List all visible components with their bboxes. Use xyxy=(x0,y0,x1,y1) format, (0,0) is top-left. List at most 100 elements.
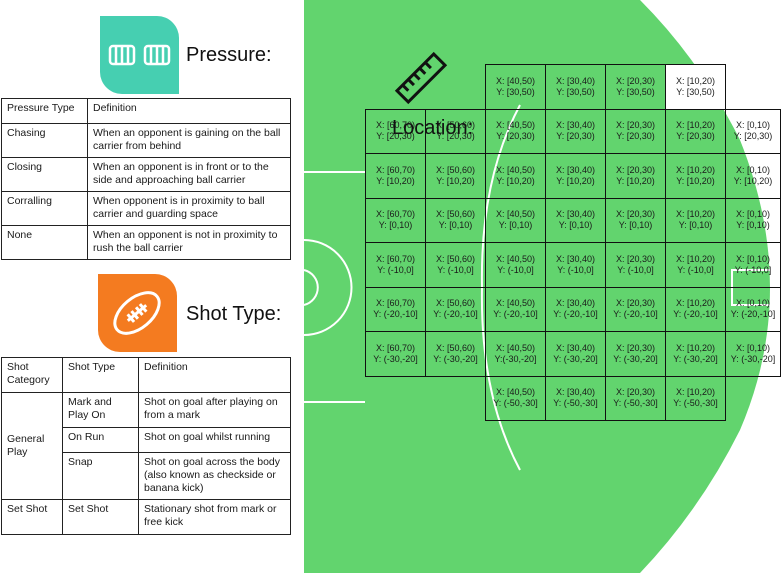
cell-x-range: X: [50,60) xyxy=(435,120,476,131)
cell-y-range: Y: [20,30) xyxy=(556,131,595,142)
location-cell: X: [0,10)Y: (-20,-10] xyxy=(725,286,781,332)
cell-x-range: X: [50,60) xyxy=(435,253,476,264)
cell-y-range: Y:(-30,-20] xyxy=(494,353,537,364)
cell-x-range: X: [10,20) xyxy=(675,253,716,264)
location-cell: X: [30,40)Y: (-20,-10] xyxy=(545,286,606,332)
cell-y-range: Y: (-10,0] xyxy=(437,264,474,275)
shot-category-set-shot: Set Shot xyxy=(1,499,63,535)
location-cell: X: [30,40)Y: [10,20) xyxy=(545,153,606,199)
cell-x-range: X: [60,70) xyxy=(375,164,416,175)
location-cell: X: [40,50)Y: (-10,0] xyxy=(485,242,546,288)
location-cell: X: [0,10)Y: [10,20) xyxy=(725,153,781,199)
cell-y-range: Y: (-10,0] xyxy=(677,264,714,275)
cell-y-range: Y: [20,30) xyxy=(676,131,715,142)
cell-y-range: Y: (-10,0] xyxy=(377,264,414,275)
pressure-icon-box xyxy=(100,16,179,94)
cell-x-range: X: [20,30) xyxy=(615,253,656,264)
cell-y-range: Y: (-20,-10] xyxy=(433,309,478,320)
location-cell: X: [60,70)Y: [20,30) xyxy=(365,108,426,154)
location-cell: X: [0,10)Y: [0,10) xyxy=(725,197,781,243)
location-cell: X: [20,30)Y: [30,50) xyxy=(605,64,666,110)
cell-x-range: X: [30,40) xyxy=(555,120,596,131)
centre-circle xyxy=(303,269,319,306)
cell-y-range: Y: (-30,-20] xyxy=(553,353,598,364)
shot-definition: Stationary shot from mark or free kick xyxy=(138,499,291,535)
table-row: None When an opponent is not in proximit… xyxy=(1,225,291,260)
pressure-table-header: Pressure Type Definition xyxy=(1,98,291,124)
cell-x-range: X: [10,20) xyxy=(675,387,716,398)
cell-x-range: X: [20,30) xyxy=(615,120,656,131)
cell-x-range: X: [50,60) xyxy=(435,209,476,220)
table-row: On Run Shot on goal whilst running xyxy=(2,427,291,453)
cell-y-range: Y: (-10,0] xyxy=(617,264,654,275)
location-cell: X: [50,60)Y: [0,10) xyxy=(425,197,486,243)
pressure-title: Pressure: xyxy=(186,44,272,66)
shot-type: Set Shot xyxy=(62,499,139,535)
cell-y-range: Y: [10,20) xyxy=(376,175,415,186)
cell-y-range: Y: (-20,-10] xyxy=(553,309,598,320)
location-cell: X: [40,50)Y: [30,50) xyxy=(485,64,546,110)
cell-y-range: Y: [0,10) xyxy=(558,220,593,231)
cell-y-range: Y: (-30,-20] xyxy=(730,353,776,364)
pressure-type: Corralling xyxy=(1,191,88,226)
location-cell: X: [0,10)Y: [20,30) xyxy=(725,108,781,154)
table-row: Snap Shot on goal across the body (also … xyxy=(2,452,291,500)
cell-x-range: X: [30,40) xyxy=(555,253,596,264)
cell-x-range: X: [30,40) xyxy=(555,387,596,398)
pressure-definition: When an opponent is not in proximity to … xyxy=(87,225,291,260)
location-cell: X: [40,50)Y: [20,30) xyxy=(485,108,546,154)
pressure-type: None xyxy=(1,225,88,260)
cell-y-range: Y: (-20,-10] xyxy=(613,309,658,320)
cell-x-range: X: [10,20) xyxy=(675,209,716,220)
shot-definition: Shot on goal across the body (also known… xyxy=(138,452,291,500)
pressure-header-definition: Definition xyxy=(87,98,291,124)
cell-x-range: X: [60,70) xyxy=(375,342,416,353)
location-cell: X: [60,70)Y: [0,10) xyxy=(365,197,426,243)
location-cell: X: [30,40)Y: [0,10) xyxy=(545,197,606,243)
location-cell: X: [50,60)Y: (-30,-20] xyxy=(425,331,486,377)
cell-y-range: Y: (-10,0] xyxy=(734,264,772,275)
cell-y-range: Y: [10,20) xyxy=(556,175,595,186)
location-cell: X: [60,70)Y: [10,20) xyxy=(365,153,426,199)
shot-title: Shot Type: xyxy=(186,303,282,325)
location-cell: X: [40,50)Y: [10,20) xyxy=(485,153,546,199)
cell-y-range: Y: [10,20) xyxy=(496,175,535,186)
cell-x-range: X: [0,10) xyxy=(735,253,771,264)
cell-y-range: Y: (-20,-10] xyxy=(373,309,418,320)
cell-y-range: Y: (-10,0] xyxy=(497,264,534,275)
cell-x-range: X: [0,10) xyxy=(735,209,771,220)
pressure-definition: When an opponent is gaining on the ball … xyxy=(87,123,291,158)
cell-y-range: Y: [20,30) xyxy=(436,131,475,142)
location-cell: X: [50,60)Y: (-20,-10] xyxy=(425,286,486,332)
cell-y-range: Y: (-30,-20] xyxy=(373,353,418,364)
shot-table: Shot Category Shot Type Definition Gener… xyxy=(1,357,291,535)
location-cell: X: [20,30)Y: (-10,0] xyxy=(605,242,666,288)
pressure-definition: When an opponent is in front or to the s… xyxy=(87,157,291,192)
cell-y-range: Y: (-30,-20] xyxy=(613,353,658,364)
location-cell: X: [10,20)Y: (-20,-10] xyxy=(665,286,726,332)
cell-x-range: X: [50,60) xyxy=(435,342,476,353)
cell-y-range: Y: [10,20) xyxy=(436,175,475,186)
location-cell: X: [10,20)Y: [20,30) xyxy=(665,108,726,154)
location-cell: X: [50,60)Y: [20,30) xyxy=(425,108,486,154)
location-cell: X: [10,20)Y: [30,50) xyxy=(665,64,726,110)
location-cell: X: [50,60)Y: [10,20) xyxy=(425,153,486,199)
cell-x-range: X: [60,70) xyxy=(375,120,416,131)
location-cell: X: [10,20)Y: (-10,0] xyxy=(665,242,726,288)
location-title: Location: xyxy=(392,117,474,139)
cell-y-range: Y: [20,30) xyxy=(496,131,535,142)
location-cell: X: [40,50)Y: [0,10) xyxy=(485,197,546,243)
shot-type: On Run xyxy=(62,427,139,453)
cell-x-range: X: [30,40) xyxy=(555,298,596,309)
cell-y-range: Y: (-30,-20] xyxy=(673,353,718,364)
location-cell: X: [20,30)Y: (-50,-30] xyxy=(605,375,666,421)
cell-x-range: X: [0,10) xyxy=(735,298,771,309)
location-cell: X: [20,30)Y: (-20,-10] xyxy=(605,286,666,332)
cell-y-range: Y: [20,30) xyxy=(616,131,655,142)
cell-x-range: X: [40,50) xyxy=(495,387,536,398)
cell-y-range: Y: [30,50) xyxy=(556,86,595,97)
cell-y-range: Y: [30,50) xyxy=(496,86,535,97)
location-cell: X: [40,50)Y:(-30,-20] xyxy=(485,331,546,377)
cell-x-range: X: [50,60) xyxy=(435,298,476,309)
cell-y-range: Y: [30,50) xyxy=(676,86,715,97)
